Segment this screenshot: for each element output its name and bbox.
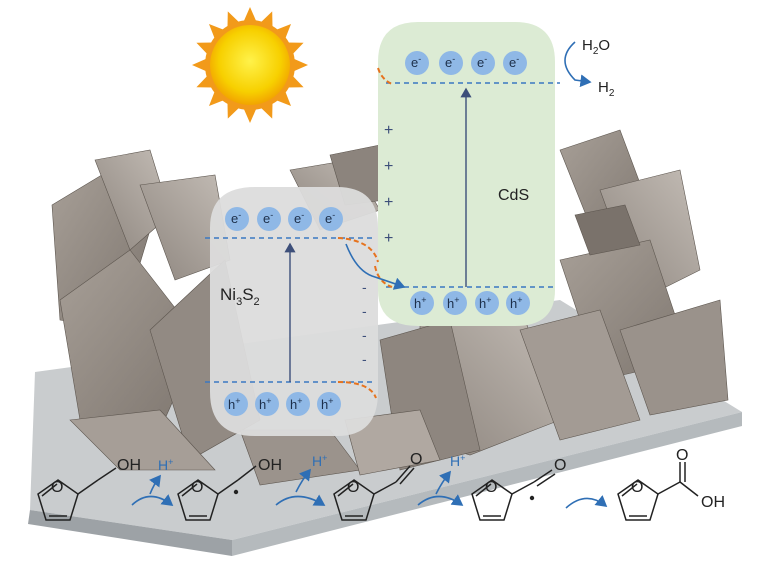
negative-charge: - bbox=[362, 351, 367, 367]
hole-circle: h+ bbox=[317, 392, 341, 416]
svg-text:h+: h+ bbox=[259, 396, 272, 412]
hydroxyl-label: OH bbox=[117, 457, 141, 474]
hydroxyl-label: OH bbox=[701, 494, 725, 511]
electron-circle: e- bbox=[225, 207, 249, 231]
carboxyl-oxygen: O bbox=[676, 447, 688, 464]
negative-charge: - bbox=[362, 303, 367, 319]
svg-text:e-: e- bbox=[445, 54, 455, 70]
alkoxy-radical-structure bbox=[177, 465, 257, 521]
electron-circle: e- bbox=[405, 51, 429, 75]
ni3s2-electron-row: e- e- e- e- bbox=[225, 207, 343, 231]
svg-text:h+: h+ bbox=[321, 396, 334, 412]
cds-label: CdS bbox=[498, 187, 529, 204]
proton-release-arrow bbox=[295, 468, 311, 493]
hole-circle: h+ bbox=[224, 392, 248, 416]
electron-circle: e- bbox=[439, 51, 463, 75]
hole-circle: h+ bbox=[255, 392, 279, 416]
hole-circle: h+ bbox=[506, 291, 530, 315]
electron-circle: e- bbox=[257, 207, 281, 231]
sun-icon bbox=[192, 7, 308, 123]
hydrogen-evolution-arrow bbox=[564, 41, 592, 88]
ni3s2-panel: Ni3S2 bbox=[205, 187, 378, 436]
carbonyl-oxygen: O bbox=[554, 457, 566, 474]
electron-circle: e- bbox=[471, 51, 495, 75]
ring-oxygen-labels: O O O O O bbox=[51, 479, 643, 496]
svg-text:e-: e- bbox=[477, 54, 487, 70]
oxidation-pathway bbox=[37, 462, 699, 521]
ring-oxygen: O bbox=[191, 479, 203, 496]
step-arrow bbox=[565, 495, 608, 509]
svg-text:e-: e- bbox=[263, 210, 273, 226]
step-arrow bbox=[417, 494, 464, 506]
furfural-structure bbox=[333, 465, 415, 521]
carbonyl-oxygen: O bbox=[410, 451, 422, 468]
hole-circle: h+ bbox=[286, 392, 310, 416]
svg-text:h+: h+ bbox=[447, 295, 460, 311]
water-label: H2O bbox=[582, 37, 610, 57]
ni3s2-label: Ni3S2 bbox=[220, 285, 260, 308]
negative-charges: - - - - bbox=[362, 279, 367, 367]
electron-circle: e- bbox=[503, 51, 527, 75]
svg-text:e-: e- bbox=[231, 210, 241, 226]
hydrogen-evolution: H2O H2 bbox=[564, 37, 615, 99]
svg-text:h+: h+ bbox=[479, 295, 492, 311]
ring-oxygen: O bbox=[347, 479, 359, 496]
step-arrow bbox=[131, 494, 174, 506]
svg-text:e-: e- bbox=[325, 210, 335, 226]
proton-label: H+ bbox=[450, 453, 465, 469]
acyl-radical-structure bbox=[471, 469, 556, 521]
hole-circle: h+ bbox=[410, 291, 434, 315]
ni3s2-hole-row: h+ h+ h+ h+ bbox=[224, 392, 341, 416]
proton-release-arrow bbox=[435, 470, 451, 495]
ring-oxygen: O bbox=[485, 479, 497, 496]
furoic-acid-structure bbox=[617, 462, 699, 521]
negative-charge: - bbox=[362, 327, 367, 343]
positive-charge: + bbox=[384, 122, 393, 139]
radical-dot bbox=[529, 495, 535, 501]
proton-label: H+ bbox=[312, 453, 327, 469]
pathway-arrows bbox=[131, 468, 608, 509]
svg-text:e-: e- bbox=[509, 54, 519, 70]
positive-charge: + bbox=[384, 230, 393, 247]
radical-dot bbox=[233, 489, 239, 495]
positive-charges: + + + + bbox=[384, 122, 393, 247]
electron-transfer-arrow bbox=[345, 243, 406, 290]
electron-circle: e- bbox=[319, 207, 343, 231]
ring-oxygen: O bbox=[631, 479, 643, 496]
cds-hole-row: h+ h+ h+ h+ bbox=[410, 291, 530, 315]
hole-circle: h+ bbox=[443, 291, 467, 315]
svg-text:e-: e- bbox=[411, 54, 421, 70]
proton-release-arrow bbox=[149, 474, 161, 495]
proton-label: H+ bbox=[158, 457, 173, 473]
svg-text:e-: e- bbox=[294, 210, 304, 226]
svg-text:h+: h+ bbox=[510, 295, 523, 311]
furfuryl-alcohol-structure bbox=[37, 467, 117, 521]
interface-arcs bbox=[337, 67, 393, 399]
svg-text:h+: h+ bbox=[228, 396, 241, 412]
hydroxyl-label: OH bbox=[258, 457, 282, 474]
negative-charge: - bbox=[362, 279, 367, 295]
cds-panel: CdS bbox=[378, 22, 560, 326]
positive-charge: + bbox=[384, 194, 393, 211]
ring-oxygen: O bbox=[51, 479, 63, 496]
svg-text:h+: h+ bbox=[290, 396, 303, 412]
hole-circle: h+ bbox=[475, 291, 499, 315]
svg-text:h+: h+ bbox=[414, 295, 427, 311]
hydrogen-label: H2 bbox=[598, 79, 615, 99]
electron-circle: e- bbox=[288, 207, 312, 231]
step-arrow bbox=[275, 494, 326, 506]
positive-charge: + bbox=[384, 158, 393, 175]
cds-electron-row: e- e- e- e- bbox=[405, 51, 527, 75]
